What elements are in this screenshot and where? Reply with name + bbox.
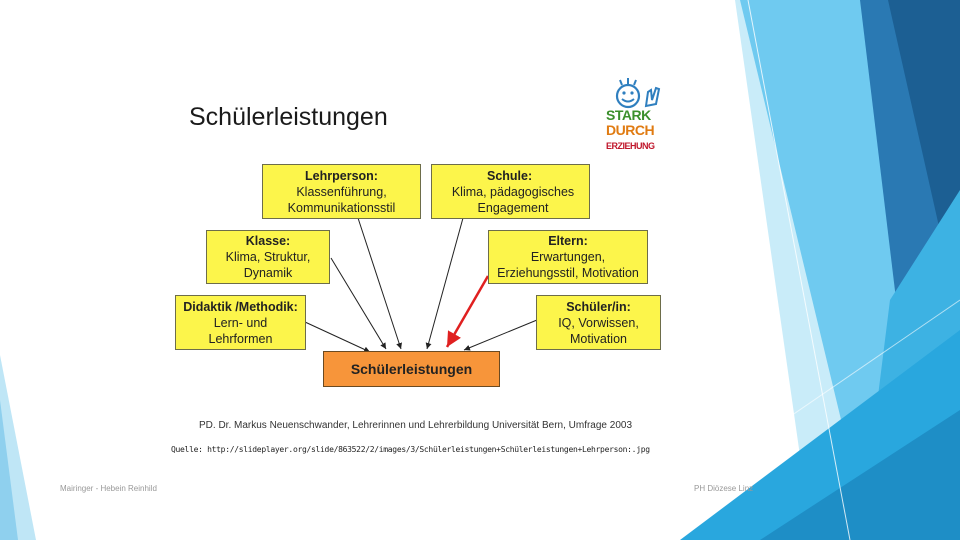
arrow-schule xyxy=(425,217,464,350)
logo-text-stark: STARK xyxy=(606,107,651,123)
arrow-didaktik xyxy=(304,321,371,353)
right-divider-line xyxy=(747,0,851,540)
citation-text: PD. Dr. Markus Neuenschwander, Lehrerinn… xyxy=(199,420,633,431)
box-schueler-title: Schüler/in: xyxy=(566,299,631,314)
arrow-eltern-highlighted xyxy=(445,275,490,348)
right-diagonal-line xyxy=(609,299,960,540)
center-box-schuelerleistungen: Schülerleistungen xyxy=(323,351,500,387)
box-lehrperson: Lehrperson: Klassenführung, Kommunikatio… xyxy=(262,164,421,219)
box-klasse-line1: Klima, Struktur, xyxy=(225,250,311,264)
box-didaktik-line1: Lern- und xyxy=(213,315,268,330)
footer-institution: PH Diözese Linz xyxy=(694,484,754,493)
box-lehrperson-line1: Klassenführung, xyxy=(296,184,387,199)
arrow-schueler xyxy=(463,319,538,351)
box-klasse: Klasse: Klima, Struktur, Dynamik xyxy=(206,230,330,284)
footer-author: Mairinger - Hebein Reinhild xyxy=(60,484,157,493)
left-stripe-mid xyxy=(0,400,18,540)
box-lehrperson-line2: Kommunikationsstil xyxy=(287,200,396,215)
source-link[interactable]: Quelle: http://slideplayer.org/slide/863… xyxy=(171,445,650,454)
logo-text-durch: DURCH xyxy=(606,122,655,138)
box-lehrperson-title: Lehrperson: xyxy=(305,168,378,183)
box-didaktik-title: Didaktik /Methodik: xyxy=(183,299,298,314)
box-eltern-line1: Erwartungen, xyxy=(530,250,606,264)
box-eltern-line2: Erziehungsstil, Motivation xyxy=(497,266,639,280)
box-schule-line1: Klima, pädagogisches xyxy=(451,184,575,199)
box-schule-line2: Engagement xyxy=(477,200,549,215)
box-schueler: Schüler/in: IQ, Vorwissen, Motivation xyxy=(536,295,661,350)
slide-title: Schülerleistungen xyxy=(189,103,388,131)
box-schule: Schule: Klima, pädagogisches Engagement xyxy=(431,164,590,219)
box-schueler-line1: IQ, Vorwissen, xyxy=(558,315,639,330)
box-didaktik: Didaktik /Methodik: Lern- und Lehrformen xyxy=(175,295,306,350)
arrow-klasse xyxy=(330,257,387,350)
arrow-lehrperson xyxy=(357,217,402,350)
box-eltern: Eltern: Erwartungen, Erziehungsstil, Mot… xyxy=(488,230,648,284)
smiley-icon xyxy=(615,78,661,109)
box-eltern-title: Eltern: xyxy=(548,234,588,248)
box-didaktik-line2: Lehrformen xyxy=(208,331,273,346)
logo-text-erziehung: ERZIEHUNG xyxy=(606,141,655,151)
box-klasse-title: Klasse: xyxy=(245,234,291,248)
box-schueler-line2: Motivation xyxy=(570,331,627,346)
stark-durch-erziehung-logo: STARK DURCH ERZIEHUNG xyxy=(606,76,670,164)
box-klasse-line2: Dynamik xyxy=(243,266,293,280)
box-schule-title: Schule: xyxy=(487,168,533,183)
right-bottom-deep xyxy=(760,410,960,540)
